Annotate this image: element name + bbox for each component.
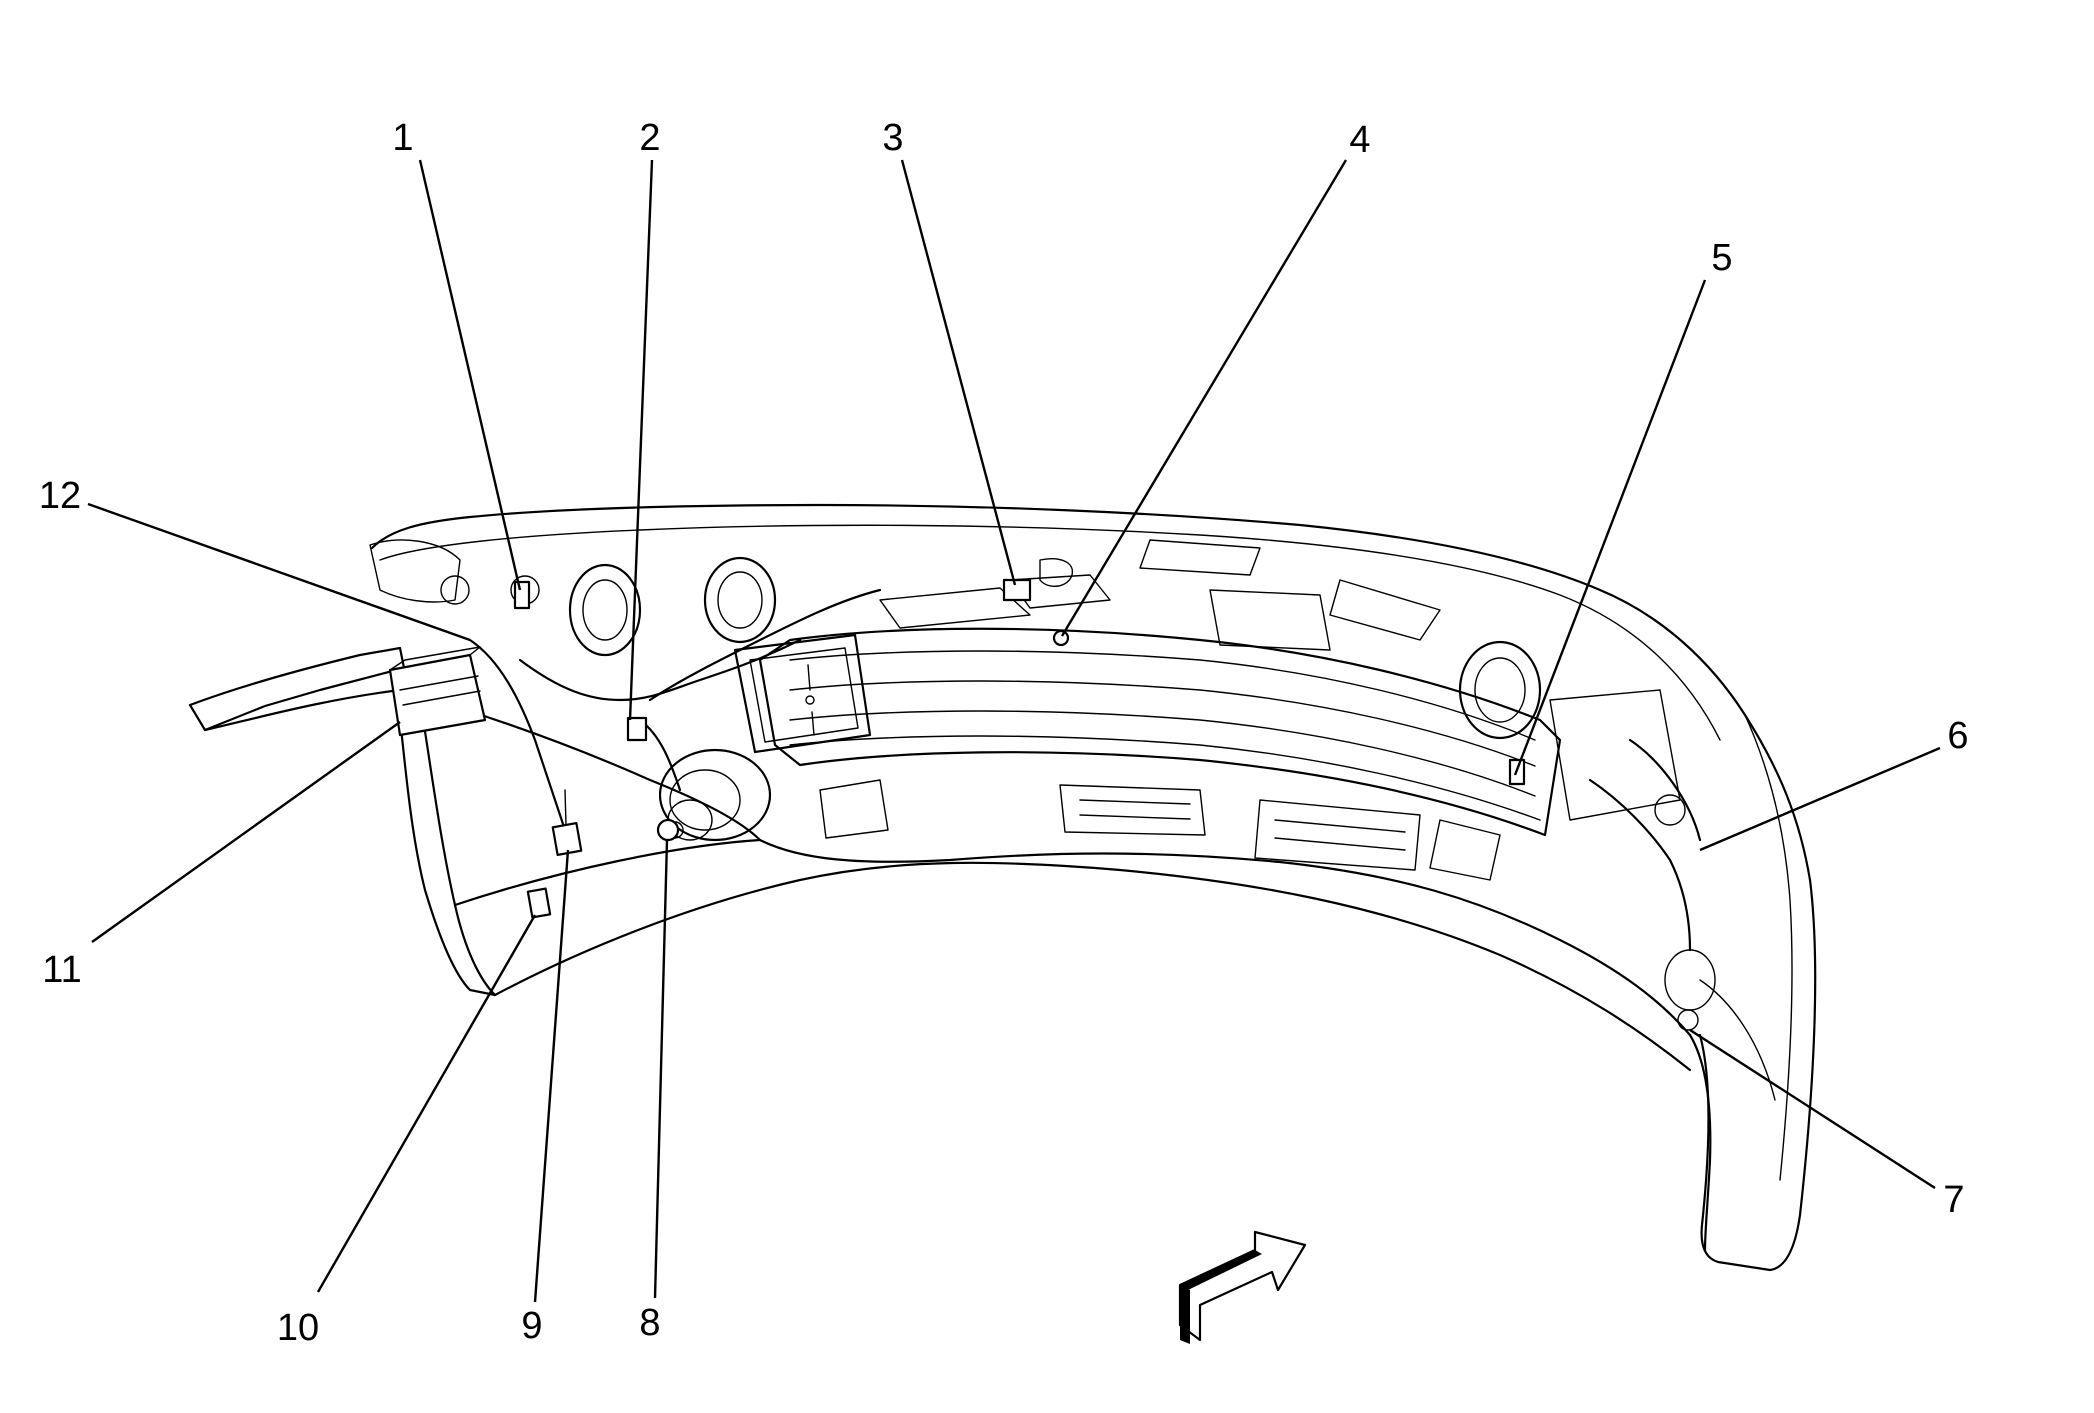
leader-lines [87, 159, 1941, 1303]
grille-openings [819, 779, 1501, 881]
callout-9: 9 [521, 1305, 542, 1347]
relay-block [388, 646, 487, 737]
leader-line-7 [1689, 1028, 1936, 1190]
callout-2: 2 [639, 117, 660, 159]
leader-line-2 [628, 159, 654, 721]
right-lamp-cluster [1458, 640, 1716, 1031]
callout-7: 7 [1943, 1179, 1964, 1221]
leader-line-11 [91, 721, 401, 943]
callout-10: 10 [277, 1307, 319, 1349]
left-lamp-cluster [369, 539, 777, 657]
callout-3: 3 [882, 117, 903, 159]
leader-line-10 [316, 914, 537, 1293]
callout-8: 8 [639, 1302, 660, 1344]
leader-line-6 [1699, 746, 1941, 852]
leader-line-5 [1513, 279, 1707, 776]
callout-1: 1 [392, 117, 413, 159]
leader-line-3 [900, 159, 1017, 586]
leader-line-12 [87, 502, 471, 642]
callout-6: 6 [1947, 715, 1968, 757]
leader-line-8 [653, 839, 669, 1299]
leader-line-4 [1060, 159, 1348, 637]
callout-5: 5 [1711, 237, 1732, 279]
leader-line-1 [418, 159, 522, 591]
forward-arrow-icon [1178, 1230, 1307, 1344]
callout-12: 12 [39, 475, 81, 517]
bumper-illustration [188, 503, 1817, 1272]
callout-11: 11 [42, 949, 81, 991]
leader-line-9 [533, 849, 570, 1303]
callout-labels: 1 2 3 4 5 6 7 8 9 10 11 12 [39, 117, 1969, 1349]
callout-4: 4 [1349, 119, 1370, 161]
